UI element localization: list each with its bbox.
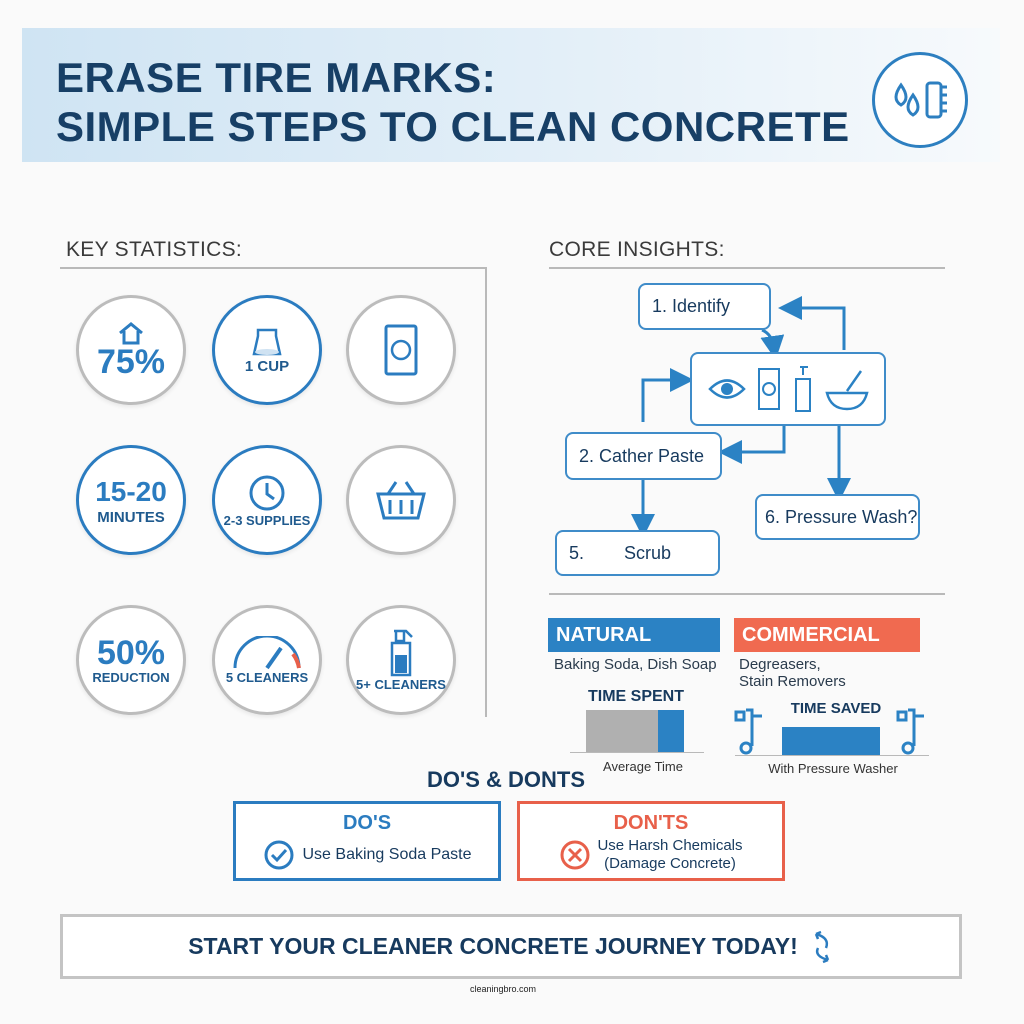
donts-title: DON'TS xyxy=(613,812,689,834)
time-saved-label: TIME SAVED xyxy=(790,700,882,717)
arrow-identify-to-icons xyxy=(760,328,785,360)
step-number: 5. xyxy=(569,542,585,563)
stat-label: 1 CUP xyxy=(244,357,290,375)
check-circle-icon xyxy=(264,840,293,870)
stat-label: REDUCTION xyxy=(92,669,170,685)
natural-desc: Baking Soda, Dish Soap xyxy=(554,656,717,673)
pressure-washer-icon xyxy=(896,708,924,755)
house-icon xyxy=(119,322,143,345)
natural-tag: NATURAL xyxy=(548,618,720,652)
stat-label: 5+ CLEANERS xyxy=(356,676,446,692)
chart-baseline xyxy=(735,755,929,756)
step-scrub: 5. Scrub xyxy=(555,530,720,576)
stat-label: 2-3 SUPPLIES xyxy=(223,512,311,528)
step-gather-paste: 2. Cather Paste xyxy=(565,432,722,480)
stat-2-3-supplies: 2-3 SUPPLIES xyxy=(212,445,322,555)
time-spent-bar-average xyxy=(586,710,658,752)
arrow-icons-to-identify xyxy=(778,296,846,350)
stat-label: 5 CLEANERS xyxy=(225,669,309,685)
dos-box: DO'S Use Baking Soda Paste xyxy=(233,801,501,881)
stat-value: 75% xyxy=(96,343,166,381)
divider xyxy=(485,267,487,717)
stat-15-20-minutes: 15-20 MINUTES xyxy=(76,445,186,555)
stat-75-percent: 75% xyxy=(76,295,186,405)
page-title-line1: ERASE TIRE MARKS: xyxy=(56,54,497,101)
mixing-bowl-icon xyxy=(824,370,869,411)
cta-text: START YOUR CLEANER CONCRETE JOURNEY TODA… xyxy=(188,933,798,959)
refresh-arrows-icon xyxy=(814,930,829,963)
divider xyxy=(549,593,945,595)
stat-1-cup: 1 CUP xyxy=(212,295,322,405)
dos-text: Use Baking Soda Paste xyxy=(302,846,472,863)
commercial-tag: COMMERCIAL xyxy=(734,618,920,652)
arrow-icons-to-gather xyxy=(718,426,786,464)
cta-banner[interactable]: START YOUR CLEANER CONCRETE JOURNEY TODA… xyxy=(60,914,962,979)
stat-5-cleaners: 5 CLEANERS xyxy=(212,605,322,715)
divider xyxy=(549,267,945,269)
step-icons-box xyxy=(690,352,886,426)
key-statistics-heading: KEY STATISTICS: xyxy=(66,238,243,261)
step-identify: 1. Identify xyxy=(638,283,771,330)
stat-soap-bag xyxy=(346,295,456,405)
stat-5-plus-cleaners: 5+ CLEANERS xyxy=(346,605,456,715)
pressure-washer-icon xyxy=(734,708,762,755)
step-pressure-wash: 6. Pressure Wash? xyxy=(755,494,920,540)
step-label: Scrub xyxy=(624,542,672,563)
chart-baseline xyxy=(570,752,704,753)
time-spent-label: TIME SPENT xyxy=(587,688,684,705)
x-circle-icon xyxy=(560,840,590,870)
donts-text-line1: Use Harsh Chemicals xyxy=(597,837,743,854)
baking-soda-bag-icon xyxy=(252,328,282,355)
donts-text-line2: (Damage Concrete) xyxy=(604,855,736,872)
flow-arrows xyxy=(631,296,851,538)
commercial-desc-line2: Stain Removers xyxy=(739,673,846,690)
core-insights-heading: CORE INSIGHTS: xyxy=(549,238,725,261)
time-saved-bar xyxy=(782,727,880,755)
dos-donts-heading: DO'S & DONTS xyxy=(426,767,586,792)
page-title-line2: SIMPLE STEPS TO CLEAN CONCRETE xyxy=(56,103,850,150)
commercial-desc-line1: Degreasers, xyxy=(739,656,821,673)
stat-value: 50% xyxy=(96,633,166,672)
header-banner xyxy=(22,28,1000,162)
soap-bottle-icon xyxy=(794,366,811,412)
clock-icon xyxy=(249,475,285,510)
time-spent-bar-natural xyxy=(658,710,684,752)
stat-basket xyxy=(346,445,456,555)
average-time-caption: Average Time xyxy=(603,759,683,774)
eye-icon xyxy=(707,379,746,399)
pressure-washer-caption: With Pressure Washer xyxy=(768,761,898,776)
donts-box: DON'TS Use Harsh Chemicals (Damage Concr… xyxy=(517,801,785,881)
arrow-gather-to-icons xyxy=(641,368,694,422)
water-drop-brush-icon xyxy=(872,52,968,148)
soap-bag-icon xyxy=(384,324,418,376)
divider xyxy=(60,267,486,269)
stat-label: MINUTES xyxy=(97,508,165,526)
spray-bottle-icon xyxy=(390,629,413,676)
watermark: cleaningbro.com xyxy=(470,984,537,994)
stat-50-percent: 50% REDUCTION xyxy=(76,605,186,715)
baking-soda-bag-icon xyxy=(757,368,780,410)
basket-icon xyxy=(376,481,426,520)
stat-value: 15-20 xyxy=(95,475,167,507)
gauge-icon xyxy=(233,635,301,669)
dos-title: DO'S xyxy=(342,812,392,834)
